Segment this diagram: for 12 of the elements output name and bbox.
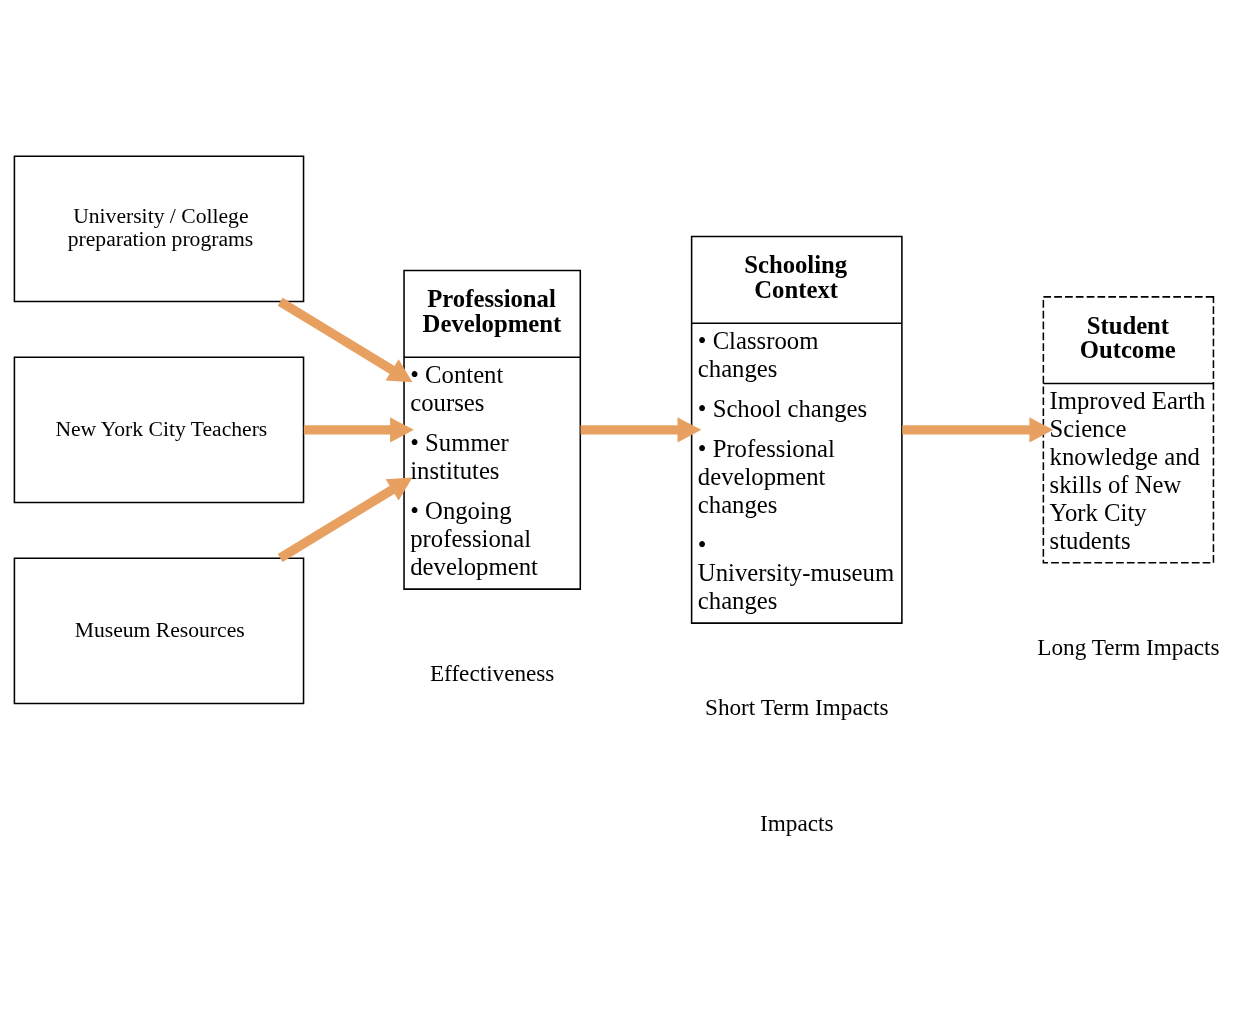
label: Impacts (760, 810, 834, 837)
node-box: University / College preparation programs (13, 155, 305, 303)
label: Effectiveness (429, 660, 555, 687)
label: Short Term Impacts (705, 694, 889, 721)
arrow (277, 297, 413, 383)
arrow (277, 477, 413, 562)
node-box: Museum Resources (13, 557, 305, 705)
arrow (902, 417, 1054, 443)
label: Long Term Impacts (1037, 633, 1220, 660)
arrow (580, 417, 702, 443)
arrow (303, 417, 414, 443)
node-box: New York City Teachers (13, 356, 305, 504)
